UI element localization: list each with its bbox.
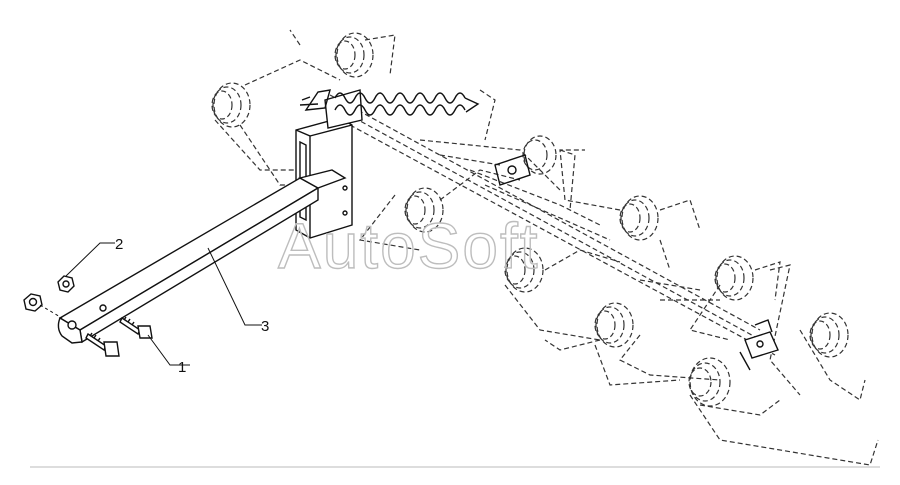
- callout-1: 1: [147, 334, 190, 376]
- spring-coil: [334, 32, 374, 78]
- watermark: AutoSoft: [278, 210, 540, 282]
- spring-coil: [404, 187, 444, 233]
- callout-label-1: 1: [178, 359, 186, 376]
- spring-coil: [809, 312, 849, 358]
- rake-tines-dashed: [211, 29, 879, 466]
- tension-spring: [334, 92, 480, 116]
- linkage-clamp: [494, 154, 531, 186]
- callout-label-2: 2: [115, 236, 123, 253]
- hex-nut: [23, 293, 43, 312]
- spring-coil: [688, 357, 731, 407]
- callout-3: 3: [207, 247, 269, 335]
- spring-coil: [504, 247, 544, 293]
- bolt: [119, 316, 153, 339]
- spring-coil: [594, 302, 634, 348]
- bolt: [85, 332, 120, 357]
- linkage-clamp: [739, 319, 779, 371]
- callout-label-3: 3: [261, 318, 269, 335]
- spring-coil: [211, 82, 251, 128]
- callout-2: 2: [65, 236, 123, 277]
- hex-nut: [57, 275, 75, 293]
- spring-coil: [619, 195, 659, 241]
- beam-arm: [57, 169, 347, 344]
- spring-coil: [714, 255, 754, 301]
